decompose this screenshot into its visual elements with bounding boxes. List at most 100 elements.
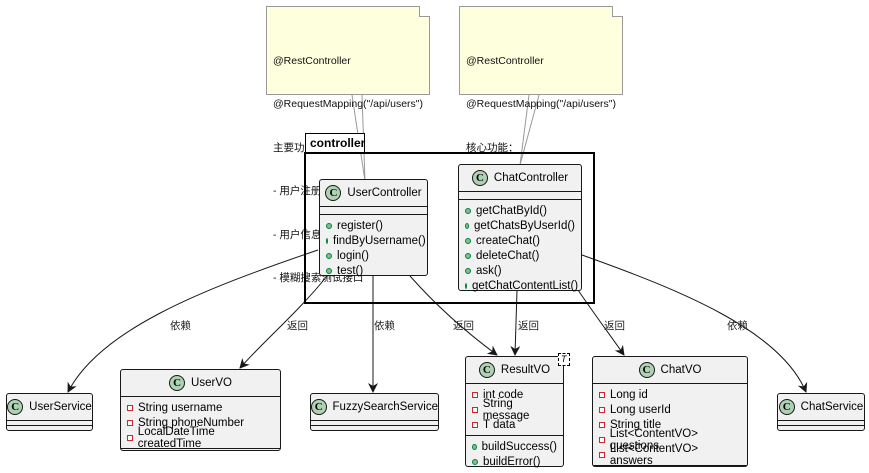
user-service-class[interactable]: C UserService	[6, 393, 93, 431]
class-icon: C	[169, 375, 186, 391]
method-name: getChatById()	[476, 204, 547, 217]
field-row: int code	[472, 387, 557, 402]
field-name: int code	[483, 388, 524, 401]
note-line: @RequestMapping("/api/users")	[273, 98, 424, 110]
private-field-icon	[599, 421, 605, 428]
class-header: C ChatService	[778, 394, 864, 421]
edge-label-cc-chatvo: 返回	[604, 320, 625, 332]
public-method-icon	[326, 237, 328, 244]
fields-section	[459, 192, 581, 200]
private-field-icon	[127, 404, 133, 411]
method-row: test()	[326, 263, 421, 278]
method-name: getChatsByUserId()	[474, 219, 575, 232]
private-field-icon	[599, 436, 605, 443]
note-fold	[419, 6, 430, 17]
user-controller-class[interactable]: C UserController register() findByUserna…	[319, 179, 428, 278]
method-name: findByUsername()	[333, 234, 426, 247]
method-row: findByUsername()	[326, 233, 426, 248]
method-name: ask()	[476, 264, 502, 277]
field-row: LocalDateTime createdTime	[127, 426, 274, 450]
public-method-icon	[465, 252, 471, 259]
private-field-icon	[472, 391, 478, 398]
fields-section: String username String phoneNumber Local…	[121, 397, 280, 450]
note-line: 核心功能：	[466, 141, 519, 154]
chat-vo-class[interactable]: C ChatVO Long id Long userId String titl…	[592, 356, 748, 467]
method-row: getChatById()	[465, 203, 575, 218]
field-name: Long userId	[610, 403, 671, 416]
methods-section: buildSuccess() buildError()	[466, 436, 563, 472]
chat-controller-class[interactable]: C ChatController getChatById() getChatsB…	[458, 164, 582, 293]
methods-section	[311, 426, 438, 430]
private-field-icon	[472, 421, 478, 428]
method-name: buildSuccess()	[481, 440, 557, 453]
methods-section	[7, 426, 92, 430]
private-field-icon	[127, 434, 133, 441]
fields-section	[311, 421, 438, 426]
field-row: Long id	[599, 387, 741, 402]
edge-cc-chatvo	[577, 289, 625, 356]
field-name: String phoneNumber	[138, 416, 245, 429]
edge-uc-userservice	[67, 249, 319, 393]
method-row: ask()	[465, 263, 575, 278]
public-method-icon	[465, 267, 471, 274]
class-name: ResultVO	[500, 364, 551, 376]
method-row: register()	[326, 218, 421, 233]
public-method-icon	[326, 222, 332, 229]
methods-section	[778, 426, 864, 430]
field-row: String title	[599, 417, 741, 432]
class-name: UserVO	[191, 377, 232, 389]
result-vo-class[interactable]: C ResultVO int code String message T dat…	[465, 356, 564, 468]
field-row: List<ContentVO> answers	[599, 443, 741, 467]
class-icon: C	[638, 362, 655, 378]
note-fold	[612, 6, 623, 17]
method-row: getChatContentList()	[465, 278, 578, 293]
controller-package	[304, 152, 595, 304]
method-name: test()	[337, 264, 364, 277]
method-row: getChatsByUserId()	[465, 218, 575, 233]
field-name: String title	[610, 418, 662, 431]
method-name: login()	[337, 249, 369, 262]
method-name: createChat()	[476, 234, 540, 247]
edge-uc-resultvo	[409, 275, 498, 356]
class-header: C FuzzySearchService	[311, 394, 438, 421]
method-name: deleteChat()	[476, 249, 540, 262]
public-method-icon	[326, 267, 332, 274]
chat-service-class[interactable]: C ChatService	[777, 393, 865, 431]
field-row: List<ContentVO> questions	[599, 428, 741, 452]
fields-section	[7, 421, 92, 426]
methods-section	[593, 466, 747, 470]
edge-label-cc-resultvo: 返回	[518, 320, 539, 332]
class-header: C UserService	[7, 394, 92, 421]
field-name: T data	[483, 418, 516, 431]
class-header: C ChatVO	[593, 357, 747, 384]
private-field-icon	[599, 451, 605, 458]
public-method-icon	[465, 222, 470, 229]
edge-label-cc-chatservice: 依赖	[727, 320, 748, 332]
note-line: @RestController	[273, 54, 351, 67]
field-row: T data	[472, 417, 557, 432]
class-name: ChatController	[493, 172, 569, 184]
private-field-icon	[599, 406, 605, 413]
field-row: String phoneNumber	[127, 415, 274, 430]
class-header: C UserVO	[121, 370, 280, 397]
field-row: String username	[127, 400, 274, 415]
chat-controller-note: @RestController @RequestMapping("/api/us…	[459, 6, 623, 284]
class-name: ChatVO	[660, 364, 702, 376]
class-header: C ResultVO	[466, 357, 563, 384]
class-icon: C	[478, 362, 495, 378]
user-vo-class[interactable]: C UserVO String username String phoneNum…	[120, 369, 281, 451]
fields-section	[320, 207, 427, 215]
class-name: ChatService	[800, 401, 864, 413]
fuzzy-search-service-class[interactable]: C FuzzySearchService	[310, 393, 439, 431]
field-name: LocalDateTime createdTime	[137, 425, 215, 450]
edge-label-uc-fuzzy: 依赖	[374, 320, 395, 332]
class-icon: C	[311, 399, 327, 415]
edge-label-uc-userservice: 依赖	[170, 320, 191, 332]
note-line: @RequestMapping("/api/users")	[466, 98, 617, 110]
methods-section	[121, 449, 280, 453]
method-name: buildError()	[483, 455, 541, 468]
private-field-icon	[127, 419, 133, 426]
field-name: String message	[482, 397, 530, 422]
field-row: Long userId	[599, 402, 741, 417]
